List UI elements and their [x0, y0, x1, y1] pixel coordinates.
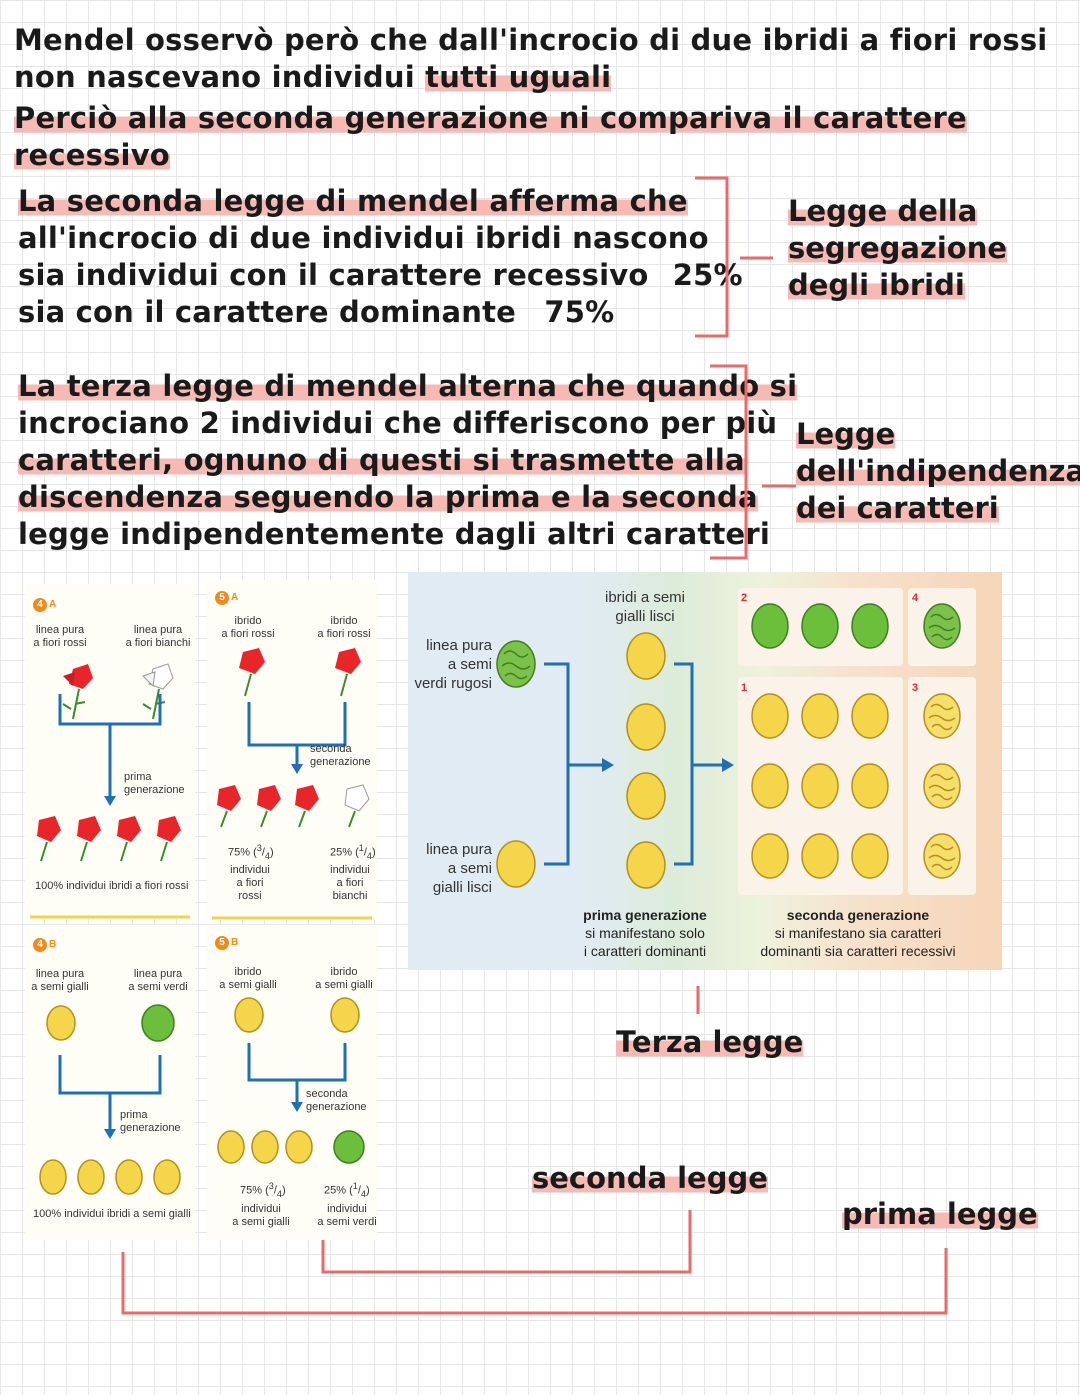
first-law-label: prima legge	[842, 1196, 1038, 1233]
second-law-label: seconda legge	[532, 1160, 768, 1197]
third-law-label: Terza legge	[616, 1024, 803, 1061]
